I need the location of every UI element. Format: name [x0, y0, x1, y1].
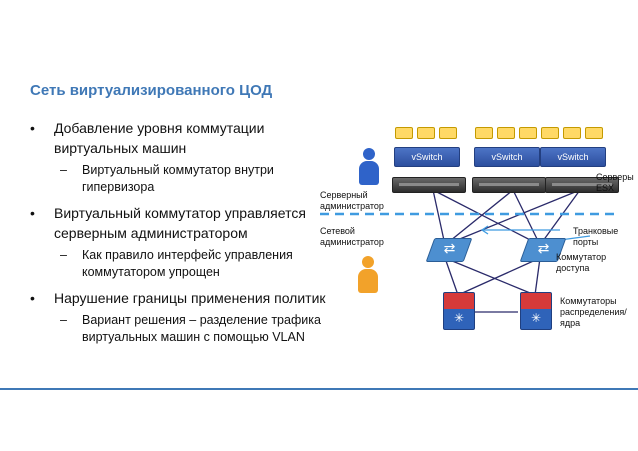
vm-icon	[519, 127, 537, 139]
access-switch-label: Коммутатор доступа	[556, 252, 607, 273]
vm-icon	[395, 127, 413, 139]
link-line	[444, 189, 514, 246]
vm-icon	[475, 127, 493, 139]
link-line	[444, 257, 536, 296]
bullet-dot-icon: •	[30, 120, 35, 136]
server-admin-label: Серверный администратор	[320, 190, 384, 211]
link-line	[534, 257, 541, 296]
link-line	[432, 189, 541, 246]
vswitch-box: vSwitch	[540, 147, 606, 167]
dash-icon: –	[60, 163, 67, 177]
core-switch-icon	[520, 292, 552, 330]
server-admin-person-icon	[358, 148, 380, 186]
slide-title: Сеть виртуализированного ЦОД	[30, 82, 273, 99]
vswitch-box: vSwitch	[474, 147, 540, 167]
bullet-dot-icon: •	[30, 205, 35, 221]
vm-icon	[439, 127, 457, 139]
link-line	[432, 189, 446, 246]
network-admin-person-icon	[357, 256, 379, 294]
vm-icon	[417, 127, 435, 139]
vm-icon	[541, 127, 559, 139]
link-line	[512, 189, 541, 246]
network-admin-label: Сетевой администратор	[320, 226, 384, 247]
bullet-item: •Добавление уровня коммутации виртуальны…	[30, 120, 265, 156]
sub-bullet-item: –Как правило интерфейс управления коммут…	[60, 248, 293, 279]
person-head	[363, 148, 375, 160]
esx-server-icon	[545, 177, 619, 193]
vm-icon	[497, 127, 515, 139]
bullet-dot-icon: •	[30, 290, 35, 306]
vm-icon	[563, 127, 581, 139]
vswitch-box: vSwitch	[394, 147, 460, 167]
bullet-item: •Нарушение границы применения политик	[30, 290, 326, 306]
bullet-item: •Виртуальный коммутатор управляется серв…	[30, 205, 306, 241]
sub-bullet-item: –Виртуальный коммутатор внутри гипервизо…	[60, 163, 274, 194]
trunk-ports-label: Транковые порты	[573, 226, 619, 247]
esx-server-icon	[472, 177, 546, 193]
person-head	[362, 256, 374, 268]
distribution-core-label: Коммутаторы распределения/ядра	[560, 296, 627, 328]
trunk-arrow-head	[480, 225, 489, 235]
link-line	[539, 189, 581, 246]
dash-icon: –	[60, 248, 67, 262]
esx-server-icon	[392, 177, 466, 193]
person-body	[359, 161, 379, 185]
link-lines	[432, 189, 581, 313]
link-line	[457, 257, 541, 296]
person-body	[358, 269, 378, 293]
esx-servers-label: Серверы ESX	[596, 172, 634, 193]
core-switch-icon	[443, 292, 475, 330]
link-line	[444, 257, 459, 296]
link-line	[444, 189, 581, 246]
vm-icon	[585, 127, 603, 139]
sub-bullet-item: –Вариант решения – разделение трафика ви…	[60, 313, 321, 344]
dash-icon: –	[60, 313, 67, 327]
footer-rule	[0, 388, 638, 390]
bullet-list: •Добавление уровня коммутации виртуальны…	[30, 118, 330, 353]
